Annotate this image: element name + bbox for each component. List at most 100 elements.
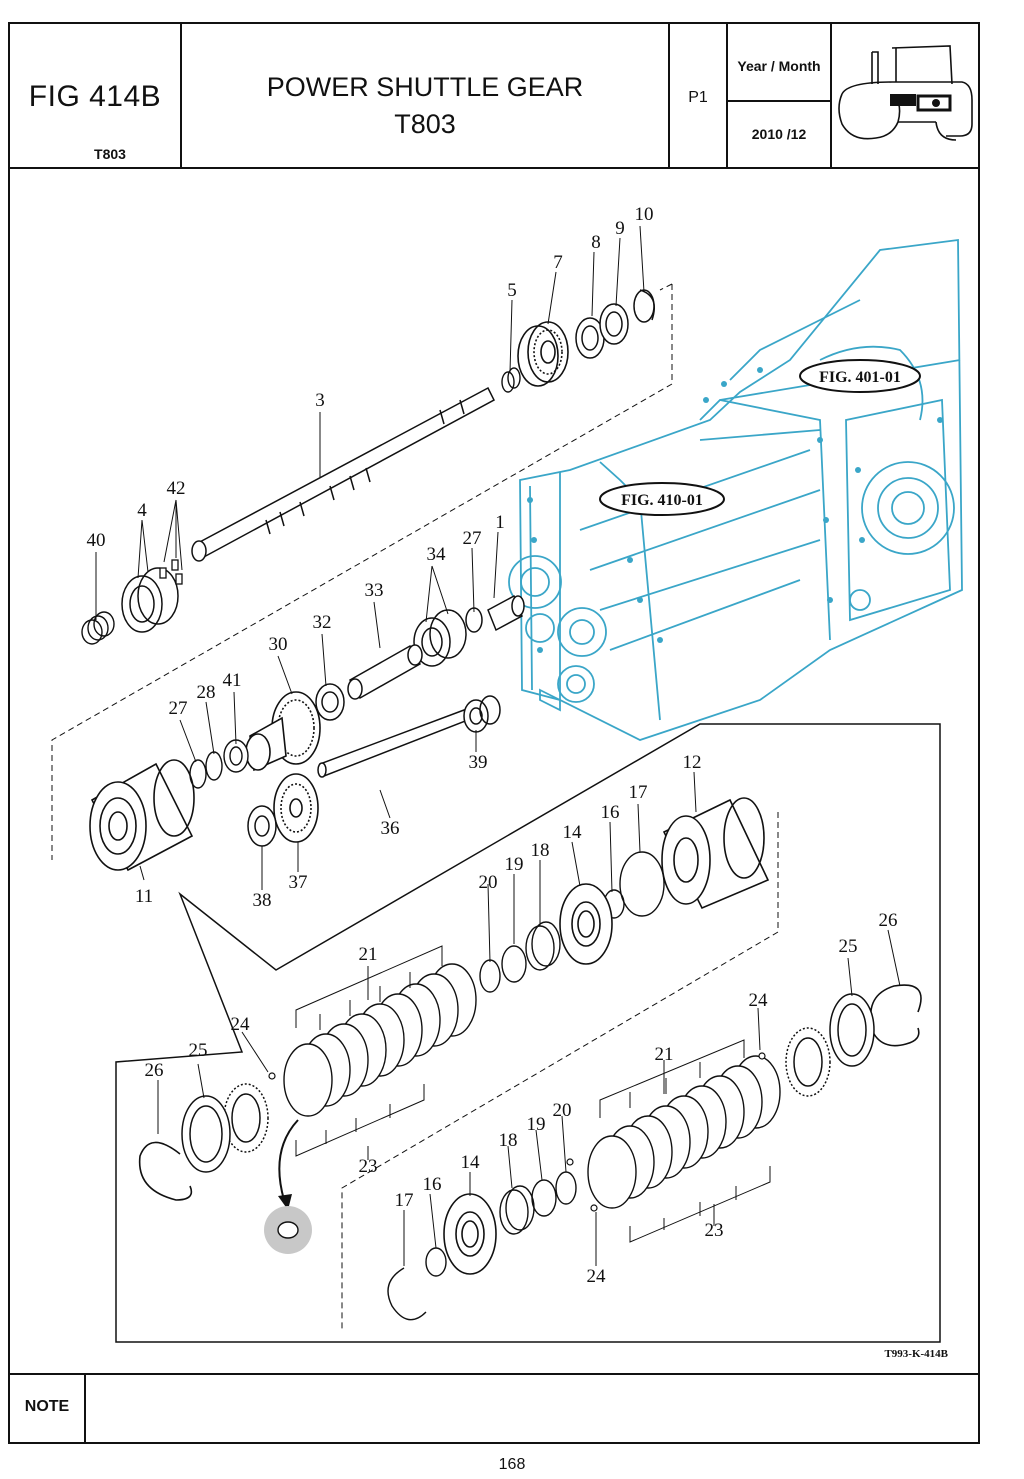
figure-model: T803 (94, 146, 126, 162)
callout-label: 23 (705, 1220, 724, 1241)
callout-label: 7 (553, 252, 563, 273)
page-number: 168 (498, 1456, 526, 1473)
header-col-3 (726, 22, 728, 169)
reference-oval-401: FIG. 401-01 (799, 359, 921, 393)
bearing-34 (413, 607, 483, 667)
callout-label: 42 (167, 478, 186, 499)
header-col-1 (180, 22, 182, 169)
year-month-value: 2010 /12 (751, 126, 807, 142)
callout-label: 20 (479, 872, 498, 893)
clutch-pack-upper (283, 963, 477, 1117)
callout-label: 3 (315, 390, 325, 411)
callout-label: 21 (359, 944, 378, 965)
rings-40 (81, 611, 115, 645)
page-code: P1 (688, 89, 708, 106)
callout-label: 9 (615, 218, 625, 239)
year-month-label: Year / Month (737, 58, 821, 74)
seals-18-19-20-lower (499, 1171, 577, 1235)
header-divider (8, 167, 980, 169)
callout-label: 25 (839, 936, 858, 957)
callout-label: 37 (289, 872, 308, 893)
callout-label: 27 (169, 698, 188, 719)
note-col (84, 1373, 86, 1444)
bearing-39 (463, 695, 501, 733)
page-title: POWER SHUTTLE GEAR (266, 72, 584, 102)
rings-16-17-lower (387, 1247, 447, 1321)
callout-label: 10 (635, 204, 654, 225)
callout-label: 39 (469, 752, 488, 773)
pins-24 (268, 1052, 766, 1212)
callout-label: 21 (655, 1044, 674, 1065)
callout-label: 40 (87, 530, 106, 551)
clutch-hub-12 (661, 797, 770, 910)
note-divider (8, 1373, 980, 1375)
callout-label: 41 (223, 670, 242, 691)
assembly-dashed-lines (51, 283, 779, 1330)
callout-label: 16 (423, 1174, 442, 1195)
callout-label: 25 (189, 1040, 208, 1061)
callout-label: 17 (629, 782, 648, 803)
callout-label: 19 (527, 1114, 546, 1135)
gear-30 (245, 691, 321, 772)
transmission-housing (508, 238, 963, 741)
shaft-36 (317, 709, 469, 778)
header-col-4 (830, 22, 832, 169)
snap-ring-26-lower (870, 984, 922, 1047)
seals-18-19-20-upper (479, 921, 561, 993)
callout-label: 20 (553, 1100, 572, 1121)
piston-14-upper (559, 883, 613, 965)
callout-label: 5 (507, 280, 517, 301)
callout-label: 4 (137, 500, 147, 521)
callout-label: 32 (313, 612, 332, 633)
callout-label: 12 (683, 752, 702, 773)
plate-25-upper (181, 1083, 269, 1173)
callout-label: 24 (749, 990, 769, 1011)
piston-14-lower (443, 1193, 497, 1275)
reference-label: FIG. 401-01 (819, 369, 901, 386)
callout-label: 30 (269, 634, 288, 655)
bearing-32 (315, 683, 345, 721)
callout-label: 26 (879, 910, 898, 931)
header-col-2 (668, 22, 670, 169)
callout-label: 16 (601, 802, 620, 823)
gear-7 (517, 321, 569, 387)
year-month-divider (726, 100, 832, 102)
detail-box (115, 723, 941, 1343)
callout-label: 28 (197, 682, 216, 703)
callout-label: 19 (505, 854, 524, 875)
callout-label: 18 (531, 840, 550, 861)
clutch-pack-lower (587, 1055, 781, 1209)
callout-label: 26 (145, 1060, 164, 1081)
bracket-21-23-lower (599, 1039, 771, 1243)
callout-label: 1 (495, 512, 505, 533)
bearing-38 (247, 805, 277, 847)
bearing-4 (121, 567, 179, 633)
main-shaft (191, 386, 495, 562)
callout-label: 8 (591, 232, 601, 253)
rings-16-17 (603, 851, 665, 919)
sleeve-1 (487, 594, 525, 632)
reference-label: FIG. 410-01 (621, 492, 703, 509)
callout-label: 23 (359, 1156, 378, 1177)
callout-label: 34 (427, 544, 447, 565)
spring-5 (501, 367, 521, 393)
housing-bolts (527, 367, 943, 653)
bracket-21-23-upper (295, 945, 443, 1157)
callout-label: 18 (499, 1130, 518, 1151)
callout-label: 11 (135, 886, 153, 907)
snap-ring-26-upper (138, 1141, 193, 1201)
callouts: 10 9 8 7 5 3 42 4 40 1 27 34 33 32 30 41… (87, 204, 898, 1287)
reference-oval-410: FIG. 410-01 (599, 482, 725, 516)
page-frame (8, 22, 980, 1444)
page-subtitle: T803 (394, 109, 456, 139)
clutch-drum-11 (89, 759, 195, 872)
sleeve-33 (347, 644, 423, 700)
tractor-icon (838, 45, 973, 141)
callout-label: 38 (253, 890, 272, 911)
bearing-9 (575, 289, 655, 359)
callout-label: 14 (563, 822, 583, 843)
gear-37 (273, 773, 319, 843)
callout-label: 24 (587, 1266, 607, 1287)
leader-lines (95, 225, 901, 1266)
